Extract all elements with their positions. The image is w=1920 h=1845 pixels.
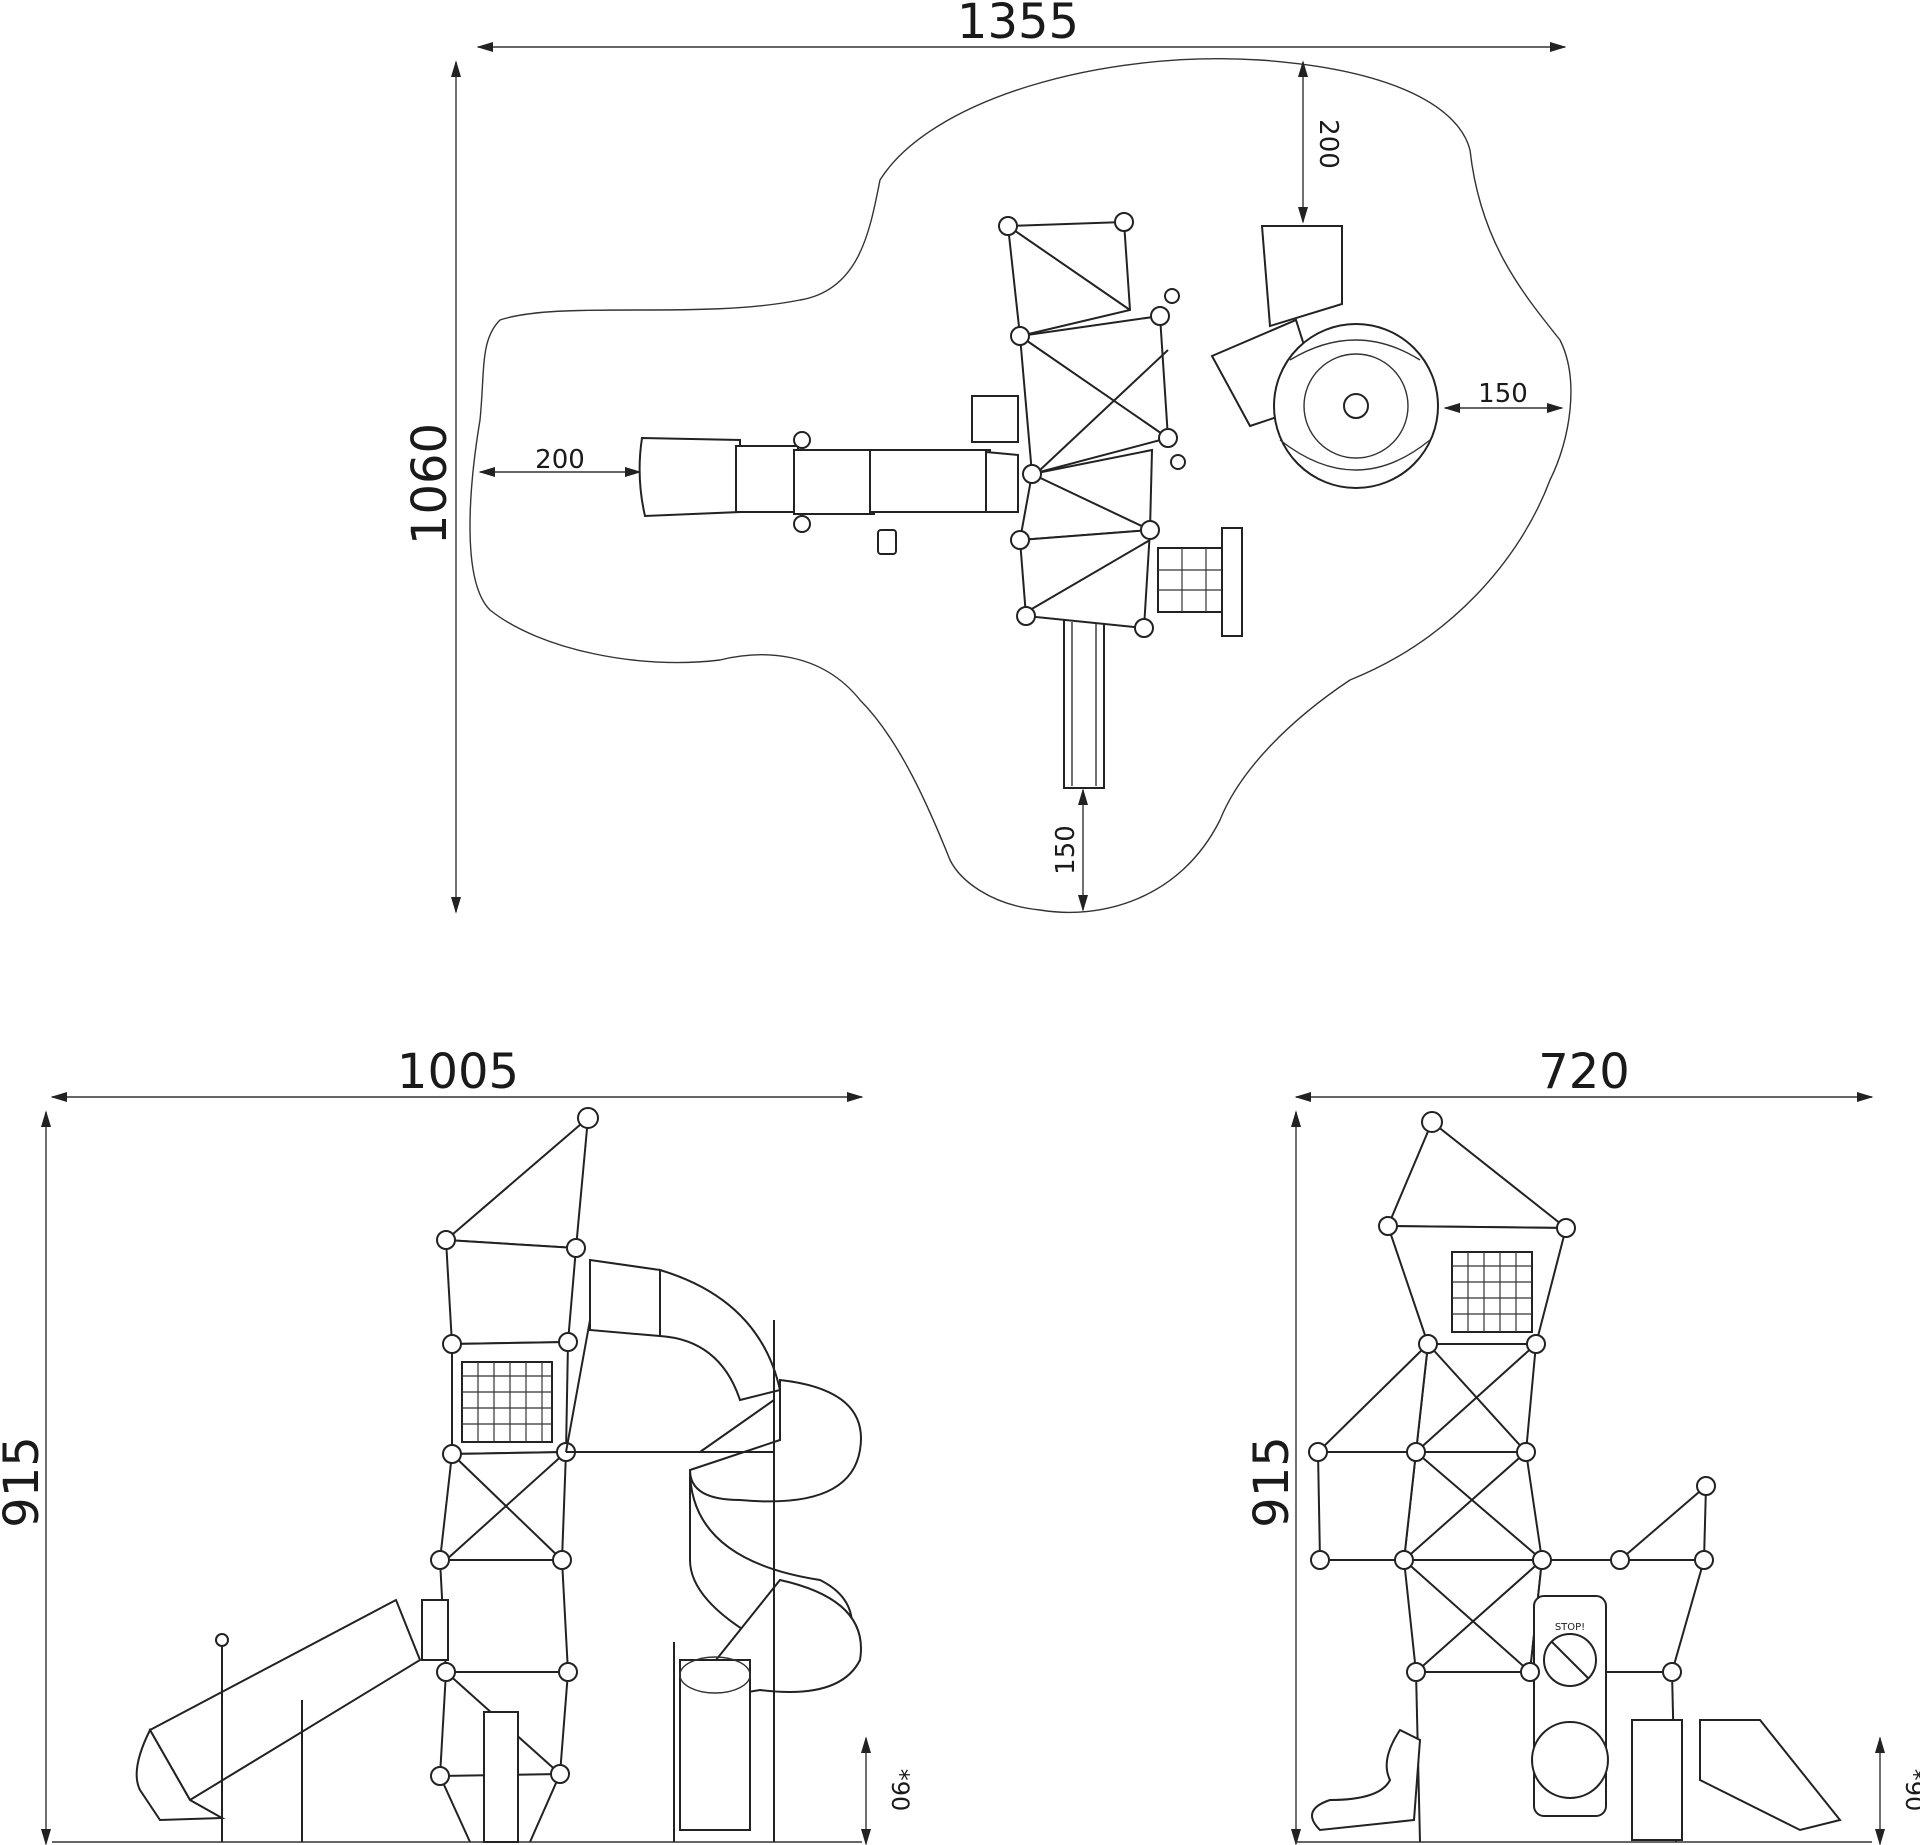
plan-spiral-slide [1210,225,1439,489]
dim-clearance-left: 200 [535,445,585,475]
dim-plan-depth: 1060 [402,423,458,545]
side-spiral-slide [565,1258,862,1842]
dim-front-width: 720 [1538,1044,1630,1100]
plan-slide-chute [1063,619,1105,789]
plan-ladder-net [1157,527,1243,637]
front-view: 720 915 *90 [1244,1044,1920,1845]
dim-clearance-top: 200 [1313,119,1343,169]
side-tower [430,1107,599,1843]
side-tube-slide [135,1598,449,1842]
dim-clearance-right: 150 [1478,379,1528,409]
plan-tower-frame [971,212,1186,638]
side-view: 1005 915 *90 [0,1044,914,1845]
safety-zone-outline [469,58,1572,913]
dim-side-width: 1005 [397,1044,519,1100]
dim-clearance-bottom: 150 [1051,825,1081,875]
plan-tube-slide [638,431,1019,555]
plan-view: 1355 1060 200 200 150 150 [402,0,1572,914]
dim-front-height: 915 [1244,1436,1300,1528]
front-tower: STOP! [1308,1111,1842,1843]
side-net-panel [461,1361,553,1443]
dim-front-fall: *90 [1900,1769,1920,1812]
front-net-panel [1451,1251,1533,1333]
front-stop-label: STOP! [1555,1622,1585,1633]
dim-plan-width: 1355 [957,0,1079,50]
dim-side-height: 915 [0,1436,50,1528]
dim-side-fall: *90 [886,1769,914,1812]
